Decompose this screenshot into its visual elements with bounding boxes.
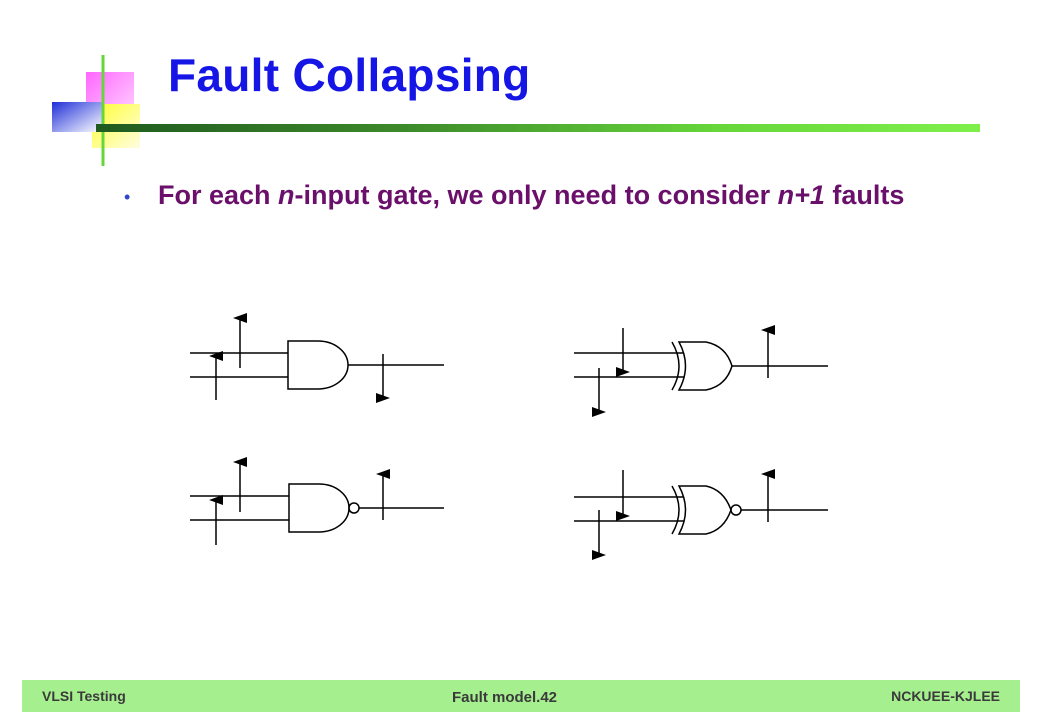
and-gate: [190, 340, 444, 390]
bullet-var-n1: n+1: [777, 180, 825, 210]
or-gate-fault-arrows: [592, 325, 775, 417]
nand-gate-fault-arrows: [209, 457, 390, 545]
bullet-text-part: -input gate, we only need to consider: [294, 180, 778, 210]
or-gate: [574, 341, 828, 391]
bullet-item: • For each n-input gate, we only need to…: [124, 178, 954, 214]
slide-title: Fault Collapsing: [168, 49, 531, 101]
footer-course-title: VLSI Testing: [42, 688, 126, 704]
footer-page-label: Fault model.42: [452, 689, 557, 706]
bullet-text-part: For each: [158, 180, 279, 210]
and-gate-fault-arrows: [209, 313, 390, 403]
bullet-text-part: faults: [824, 180, 905, 210]
footer-bar: VLSI Testing Fault model.42 NCKUEE-KJLEE: [22, 680, 1020, 712]
bullet-text: For each n-input gate, we only need to c…: [158, 178, 904, 214]
nor-gate-fault-arrows: [592, 469, 775, 560]
bullet-var-n: n: [278, 180, 295, 210]
bullet-dot-icon: •: [124, 187, 131, 207]
nand-gate: [190, 483, 444, 533]
nor-gate: [574, 485, 828, 535]
footer-author: NCKUEE-KJLEE: [891, 688, 1000, 704]
footer-page-number: 42: [540, 689, 558, 706]
footer-section-name: Fault model.: [452, 689, 541, 706]
title-underline-bar: [96, 124, 980, 132]
